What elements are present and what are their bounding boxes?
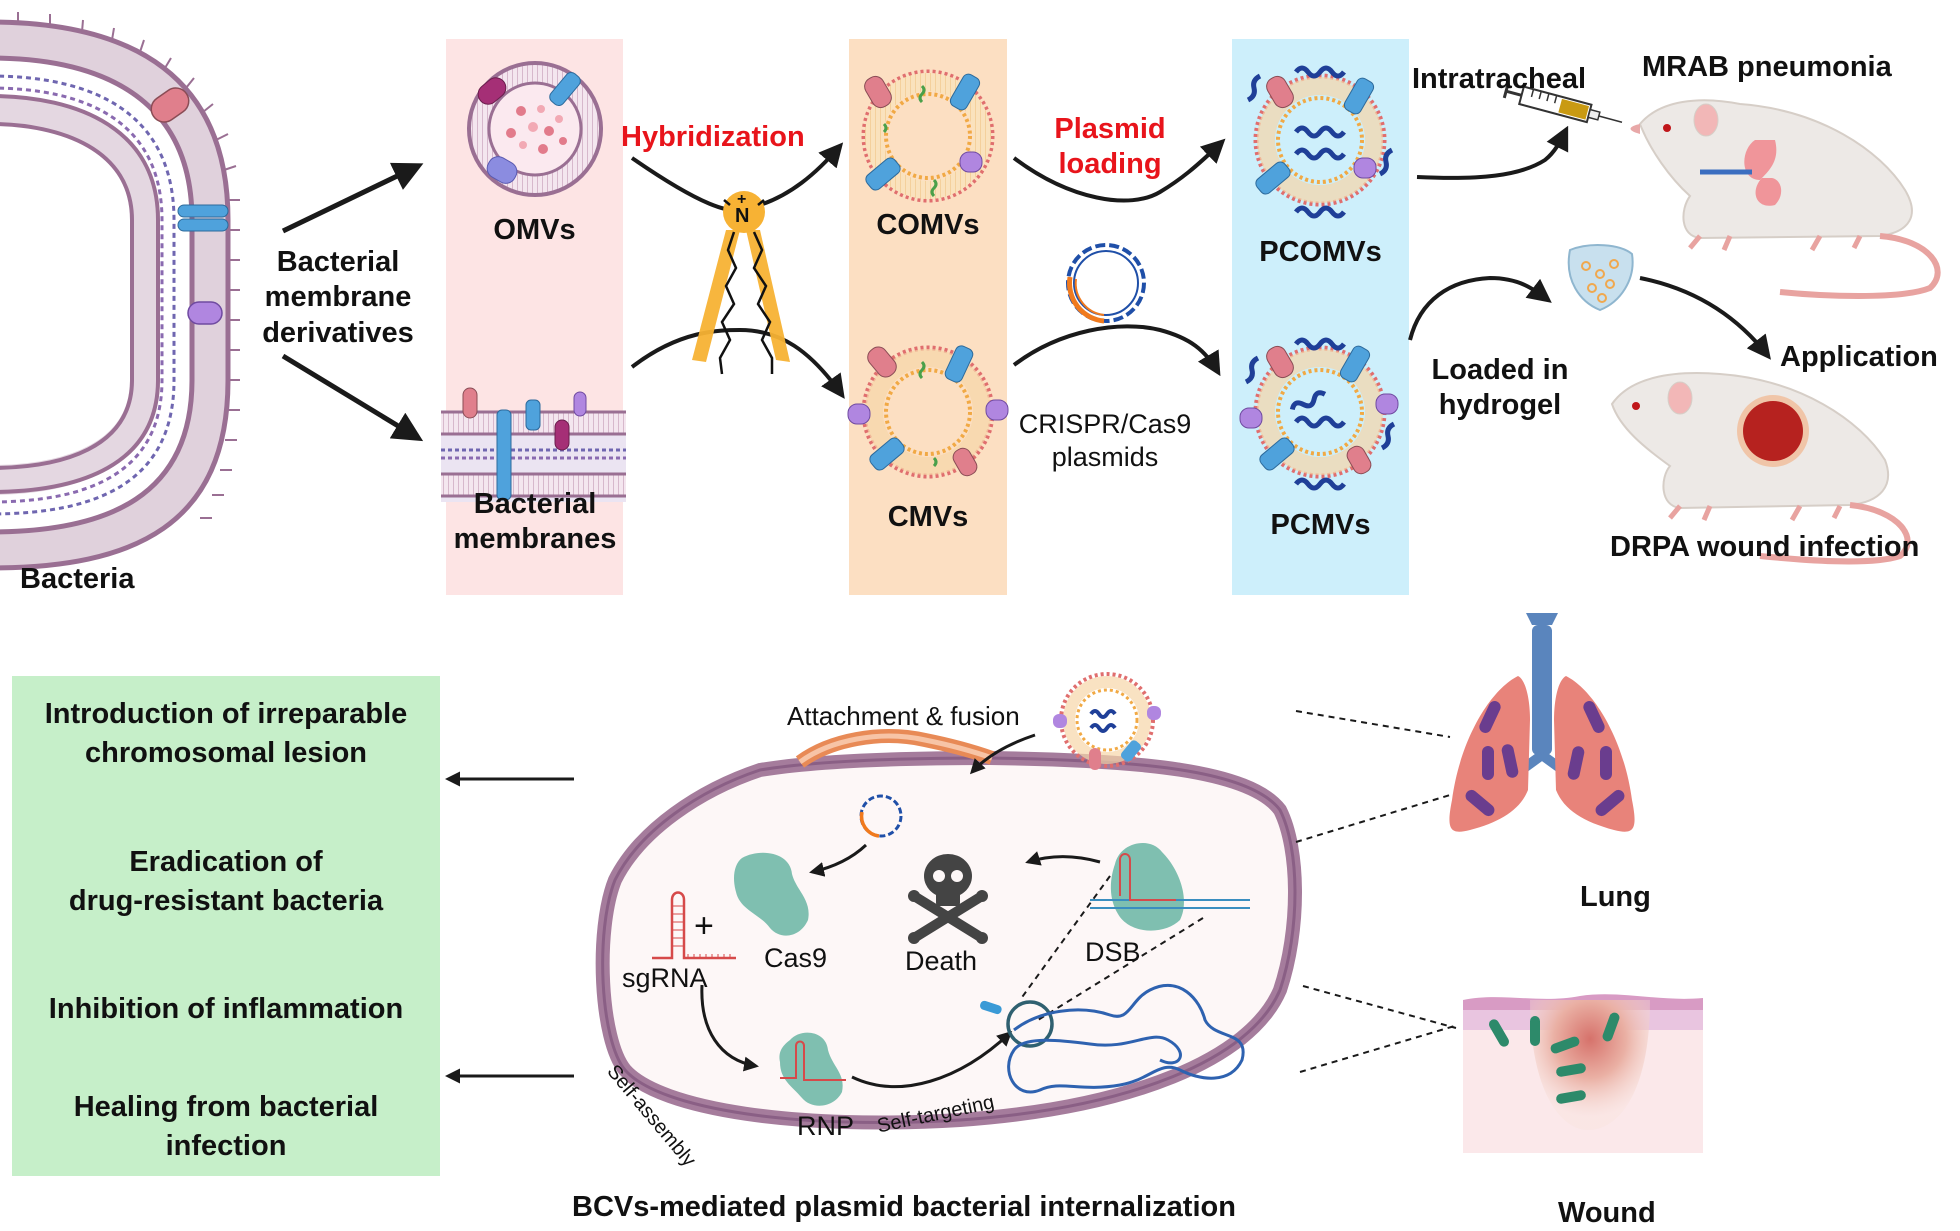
arrow-to-cmvs <box>630 327 845 399</box>
lung-label: Lung <box>1580 881 1651 913</box>
outcome-line: Introduction of irreparable <box>44 698 408 730</box>
bacterial-membranes-label: Bacterial membranes <box>440 487 630 558</box>
pcmvs-label: PCMVs <box>1270 509 1371 541</box>
outcome-chromosomal-lesion: Introduction of irreparable chromosomal … <box>12 695 440 772</box>
derivation-label-line: derivatives <box>262 316 414 349</box>
cas9-protein-icon <box>734 852 809 936</box>
outcome-line: infection <box>165 1129 287 1162</box>
wound-label: Wound <box>1558 1197 1656 1229</box>
outcome-eradication: Eradication of drug-resistant bacteria <box>12 843 440 920</box>
bacterial-membranes-label-line: Bacterial <box>473 488 597 520</box>
sgrna-label: sgRNA <box>622 963 708 993</box>
mouse-wound-illustration <box>1610 372 1911 565</box>
derivation-label: Bacterial membrane derivatives <box>248 245 428 351</box>
outcomes-panel <box>12 676 440 1176</box>
arrow-to-cas9 <box>809 843 868 877</box>
syringe-icon <box>1502 84 1623 124</box>
intratracheal-label: Intratracheal <box>1412 63 1587 95</box>
chromosome-dna-icon <box>980 983 1245 1094</box>
outcome-line: Eradication of <box>129 846 323 878</box>
bacteria-label: Bacteria <box>20 563 135 595</box>
arrow-to-syringe <box>1416 125 1569 180</box>
arrow-self-assembly <box>700 984 759 1072</box>
dsb-label: DSB <box>1085 937 1141 967</box>
comv-vesicle <box>861 69 995 203</box>
plasmid-loading-label-line: Plasmid <box>1054 113 1166 145</box>
outcome-line: Healing from bacterial <box>73 1091 379 1123</box>
cmvs-label: CMVs <box>887 501 969 533</box>
arrow-to-hydrogel <box>1408 275 1552 341</box>
outcome-line: Inhibition of inflammation <box>48 993 404 1025</box>
drpa-wound-infection-label: DRPA wound infection <box>1610 531 1920 563</box>
outcome-healing: Healing from bacterial infection <box>12 1088 440 1165</box>
arrow-to-pcomvs <box>1012 138 1226 203</box>
arrow-fusion <box>969 733 1036 775</box>
lung-illustration <box>1449 613 1635 832</box>
comvs-label: COMVs <box>876 209 980 241</box>
dsb-complex-icon <box>1090 842 1250 931</box>
cationic-lipid-icon <box>692 191 790 375</box>
arrow-to-omvs <box>281 162 424 234</box>
outcome-line: chromosomal lesion <box>84 736 367 769</box>
rnp-label: RNP <box>797 1111 855 1141</box>
arrow-to-pcmvs <box>1012 324 1221 377</box>
derivation-label-line: membrane <box>264 281 412 314</box>
hybridization-label: Hybridization <box>621 121 805 153</box>
bacteria-illustration <box>0 12 240 571</box>
sgrna-icon <box>652 891 736 960</box>
pcomv-vesicle <box>1246 65 1394 219</box>
loaded-hydrogel-label-line: hydrogel <box>1438 389 1562 422</box>
bacterial-membranes-label-line: membranes <box>453 523 617 556</box>
arrow-self-targeting <box>851 1030 1013 1089</box>
internal-plasmid-icon <box>859 794 903 838</box>
arrow-to-membranes <box>281 353 424 442</box>
bacterial-cell-illustration <box>595 729 1302 1130</box>
bottom-caption: BCVs-mediated plasmid bacterial internal… <box>572 1191 1236 1223</box>
mouse-pneumonia-illustration <box>1630 99 1941 299</box>
cmv-vesicle <box>847 345 1009 479</box>
attaching-vesicle <box>1053 672 1161 770</box>
outcome-inflammation: Inhibition of inflammation <box>12 990 440 1029</box>
lipid-atom-label: N <box>735 205 750 227</box>
lipid-charge-symbol: + <box>737 191 747 208</box>
pcomvs-label: PCOMVs <box>1259 236 1382 268</box>
loaded-hydrogel-label-line: Loaded in <box>1431 354 1569 386</box>
mrab-pneumonia-label: MRAB pneumonia <box>1642 51 1892 83</box>
rnp-complex-icon <box>779 1032 846 1106</box>
omv-vesicle <box>467 61 603 197</box>
arrow-to-death <box>1025 851 1101 866</box>
arrow-to-comvs <box>759 142 844 207</box>
application-label: Application <box>1780 341 1938 373</box>
plasmid-loading-label: Plasmid loading <box>1040 112 1180 183</box>
derivation-label-line: Bacterial <box>276 246 400 278</box>
omvs-label: OMVs <box>493 214 576 246</box>
plasmid-icon <box>1066 243 1146 324</box>
cas9-label: Cas9 <box>764 943 828 973</box>
arrow-to-wound-mouse <box>1639 276 1771 360</box>
outcome-line: drug-resistant bacteria <box>68 884 384 917</box>
loaded-hydrogel-label: Loaded in hydrogel <box>1415 353 1585 424</box>
attachment-fusion-label: Attachment & fusion <box>787 701 1020 731</box>
crispr-plasmids-label-line: CRISPR/Cas9 <box>1018 409 1192 439</box>
hydrogel-icon <box>1567 244 1634 312</box>
bacterial-membrane-patch <box>441 387 626 502</box>
wound-illustration <box>1463 994 1703 1153</box>
pcmv-vesicle <box>1239 337 1399 491</box>
plus-label: + <box>694 907 714 945</box>
plasmid-loading-label-line: loading <box>1058 148 1162 181</box>
crispr-plasmids-label: CRISPR/Cas9 plasmids <box>1010 408 1200 474</box>
skull-crossbones-icon <box>908 854 988 944</box>
crispr-plasmids-label-line: plasmids <box>1051 441 1159 472</box>
death-label: Death <box>905 946 978 976</box>
